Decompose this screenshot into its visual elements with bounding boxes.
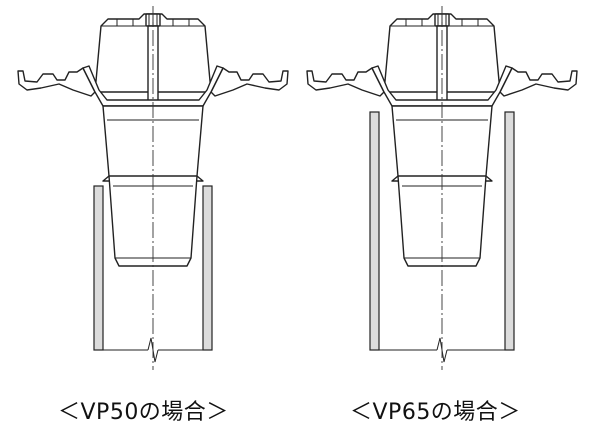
pipe-wall-left <box>369 111 380 351</box>
pipe-wall-right <box>202 185 213 351</box>
vp50-drawing <box>17 6 289 370</box>
pipe-wall-right <box>504 111 515 351</box>
caption-vp65: ＜VP65の場合＞ <box>350 400 521 425</box>
vp65-drawing <box>306 6 578 370</box>
pipe-wall-left <box>93 185 104 351</box>
caption-vp50: ＜VP50の場合＞ <box>58 400 229 425</box>
